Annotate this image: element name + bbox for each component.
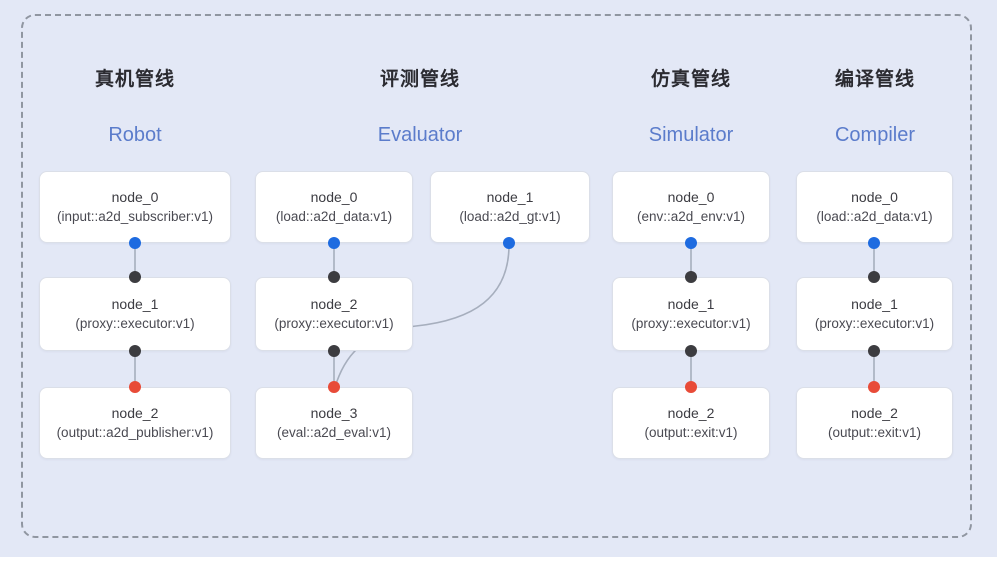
node-box-evaluator-node0[interactable]: node_0 (load::a2d_data:v1) bbox=[255, 171, 413, 243]
output-port-dot[interactable] bbox=[328, 237, 340, 249]
node-name: node_2 bbox=[310, 296, 358, 313]
node-name: node_2 bbox=[851, 405, 898, 422]
node-box-simulator-node1[interactable]: node_1 (proxy::executor:v1) bbox=[612, 277, 770, 351]
node-name: node_1 bbox=[111, 296, 159, 313]
node-box-compiler-node0[interactable]: node_0 (load::a2d_data:v1) bbox=[796, 171, 953, 243]
node-name: node_2 bbox=[111, 405, 159, 422]
node-type: (proxy::executor:v1) bbox=[274, 316, 394, 332]
pipeline-title-en-compiler: Compiler bbox=[834, 124, 916, 146]
node-type: (proxy::executor:v1) bbox=[814, 316, 935, 332]
node-name: node_3 bbox=[310, 405, 358, 422]
node-type: (output::exit:v1) bbox=[827, 425, 922, 441]
node-type: (load::a2d_data:v1) bbox=[816, 209, 933, 225]
node-type: (proxy::executor:v1) bbox=[631, 316, 751, 332]
node-type: (load::a2d_gt:v1) bbox=[459, 209, 561, 225]
edge-evaluator-n1-n3-curve bbox=[335, 244, 510, 385]
node-box-evaluator-node2[interactable]: node_2 (proxy::executor:v1) bbox=[255, 277, 413, 351]
node-name: node_1 bbox=[486, 189, 534, 206]
passthrough-port-dot[interactable] bbox=[129, 345, 141, 357]
node-box-robot-node0[interactable]: node_0 (input::a2d_subscriber:v1) bbox=[39, 171, 231, 243]
pipeline-title-zh-compiler: 编译管线 bbox=[834, 69, 916, 90]
pipeline-title-zh-simulator: 仿真管线 bbox=[650, 69, 732, 90]
node-name: node_0 bbox=[310, 189, 358, 206]
node-box-simulator-node0[interactable]: node_0 (env::a2d_env:v1) bbox=[612, 171, 770, 243]
node-type: (load::a2d_data:v1) bbox=[275, 209, 393, 225]
node-box-evaluator-node3[interactable]: node_3 (eval::a2d_eval:v1) bbox=[255, 387, 413, 459]
pipeline-title-en-simulator: Simulator bbox=[648, 124, 734, 146]
passthrough-port-dot[interactable] bbox=[328, 345, 340, 357]
passthrough-port-dot[interactable] bbox=[685, 271, 697, 283]
pipeline-title-en-robot: Robot bbox=[108, 124, 162, 146]
input-port-dot[interactable] bbox=[328, 381, 340, 393]
pipeline-title-zh-evaluator: 评测管线 bbox=[379, 69, 461, 90]
dashed-frame bbox=[21, 14, 972, 538]
node-name: node_0 bbox=[111, 189, 159, 206]
passthrough-port-dot[interactable] bbox=[868, 271, 880, 283]
node-type: (input::a2d_subscriber:v1) bbox=[56, 209, 214, 225]
pipeline-title-zh-robot: 真机管线 bbox=[94, 69, 176, 90]
input-port-dot[interactable] bbox=[129, 381, 141, 393]
output-port-dot[interactable] bbox=[129, 237, 141, 249]
pipeline-title-en-evaluator: Evaluator bbox=[377, 124, 463, 146]
node-type: (eval::a2d_eval:v1) bbox=[276, 425, 392, 441]
node-type: (output::a2d_publisher:v1) bbox=[56, 425, 214, 441]
passthrough-port-dot[interactable] bbox=[868, 345, 880, 357]
passthrough-port-dot[interactable] bbox=[129, 271, 141, 283]
passthrough-port-dot[interactable] bbox=[328, 271, 340, 283]
node-box-compiler-node1[interactable]: node_1 (proxy::executor:v1) bbox=[796, 277, 953, 351]
output-port-dot[interactable] bbox=[868, 237, 880, 249]
output-port-dot[interactable] bbox=[503, 237, 515, 249]
node-type: (env::a2d_env:v1) bbox=[636, 209, 746, 225]
node-box-simulator-node2[interactable]: node_2 (output::exit:v1) bbox=[612, 387, 770, 459]
node-type: (proxy::executor:v1) bbox=[75, 316, 195, 332]
node-box-evaluator-node1[interactable]: node_1 (load::a2d_gt:v1) bbox=[430, 171, 590, 243]
node-name: node_1 bbox=[851, 296, 898, 313]
passthrough-port-dot[interactable] bbox=[685, 345, 697, 357]
node-box-compiler-node2[interactable]: node_2 (output::exit:v1) bbox=[796, 387, 953, 459]
input-port-dot[interactable] bbox=[685, 381, 697, 393]
node-name: node_2 bbox=[667, 405, 715, 422]
output-port-dot[interactable] bbox=[685, 237, 697, 249]
node-box-robot-node1[interactable]: node_1 (proxy::executor:v1) bbox=[39, 277, 231, 351]
node-type: (output::exit:v1) bbox=[644, 425, 738, 441]
node-name: node_0 bbox=[851, 189, 898, 206]
node-name: node_0 bbox=[667, 189, 715, 206]
node-name: node_1 bbox=[667, 296, 715, 313]
node-box-robot-node2[interactable]: node_2 (output::a2d_publisher:v1) bbox=[39, 387, 231, 459]
input-port-dot[interactable] bbox=[868, 381, 880, 393]
